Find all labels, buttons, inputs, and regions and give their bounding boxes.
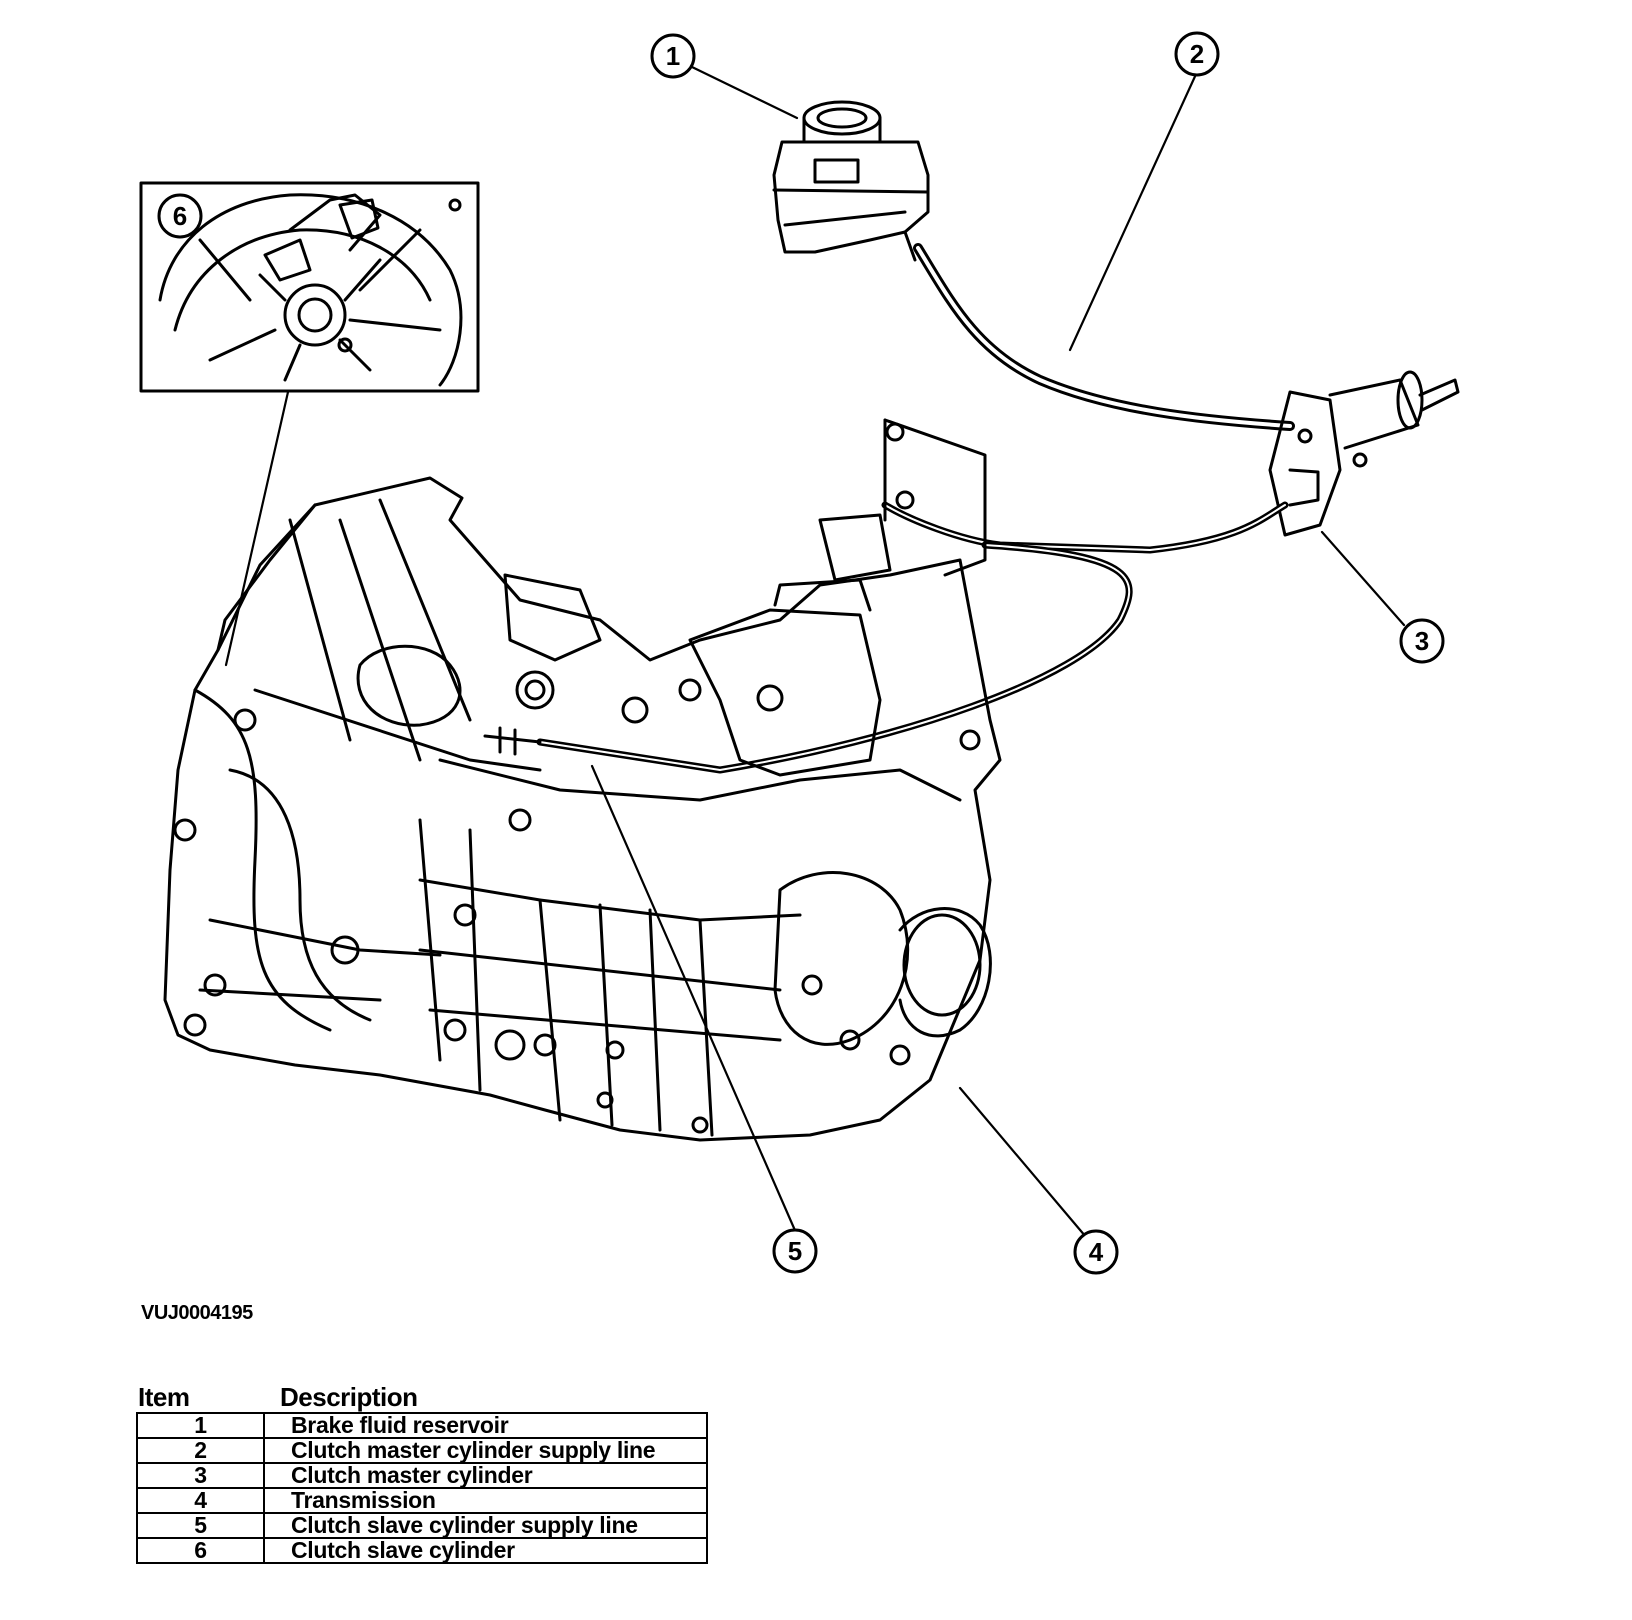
legend-item-description: Transmission [263, 1487, 708, 1514]
callout-leaders [224, 65, 1406, 1239]
table-row: 4 Transmission [136, 1487, 708, 1514]
leader-1 [690, 65, 799, 120]
callout-4: 4 [1073, 1229, 1119, 1275]
leader-6 [224, 390, 290, 667]
leader-4 [958, 1086, 1088, 1239]
svg-text:2: 2 [1190, 39, 1204, 69]
table-row: 5 Clutch slave cylinder supply line [136, 1512, 708, 1539]
legend-header-item: Item [138, 1382, 190, 1412]
legend: Item Description 1 Brake fluid reservoir… [136, 1382, 708, 1564]
legend-item-description: Clutch master cylinder [263, 1462, 708, 1489]
svg-text:1: 1 [666, 41, 680, 71]
brake-fluid-reservoir [772, 100, 930, 262]
legend-item-number: 6 [136, 1537, 265, 1564]
callout-3: 3 [1399, 618, 1445, 664]
legend-item-number: 5 [136, 1512, 265, 1539]
clutch-master-cylinder [1268, 370, 1460, 537]
legend-item-description: Clutch slave cylinder supply line [263, 1512, 708, 1539]
table-row: 6 Clutch slave cylinder [136, 1537, 708, 1564]
slave-cylinder-inset [139, 181, 480, 393]
legend-item-description: Clutch master cylinder supply line [263, 1437, 708, 1464]
transmission [163, 418, 1002, 1142]
legend-item-number: 2 [136, 1437, 265, 1464]
callout-1: 1 [650, 33, 696, 79]
svg-text:3: 3 [1415, 626, 1429, 656]
clutch-master-cylinder-supply-line [913, 243, 1295, 431]
legend-header: Item Description [136, 1382, 708, 1412]
callout-markers: 1 2 3 4 5 6 [157, 31, 1445, 1275]
callout-5: 5 [772, 1228, 818, 1274]
legend-item-number: 3 [136, 1462, 265, 1489]
legend-table: 1 Brake fluid reservoir 2 Clutch master … [136, 1412, 708, 1564]
legend-item-number: 1 [136, 1412, 265, 1439]
callout-2: 2 [1174, 31, 1220, 77]
table-row: 2 Clutch master cylinder supply line [136, 1437, 708, 1464]
callout-6: 6 [157, 193, 203, 239]
clutch-slave-cylinder-supply-line [483, 501, 1289, 774]
leader-5 [590, 764, 799, 1237]
table-row: 1 Brake fluid reservoir [136, 1412, 708, 1439]
svg-text:6: 6 [173, 201, 187, 231]
table-row: 3 Clutch master cylinder [136, 1462, 708, 1489]
legend-header-description: Description [280, 1382, 418, 1412]
svg-text:4: 4 [1089, 1237, 1104, 1267]
legend-item-description: Clutch slave cylinder [263, 1537, 708, 1564]
drawing-id: VUJ0004195 [141, 1302, 253, 1324]
leader-3 [1320, 530, 1406, 627]
svg-text:5: 5 [788, 1236, 802, 1266]
leader-2 [1068, 70, 1199, 352]
legend-item-description: Brake fluid reservoir [263, 1412, 708, 1439]
legend-item-number: 4 [136, 1487, 265, 1514]
